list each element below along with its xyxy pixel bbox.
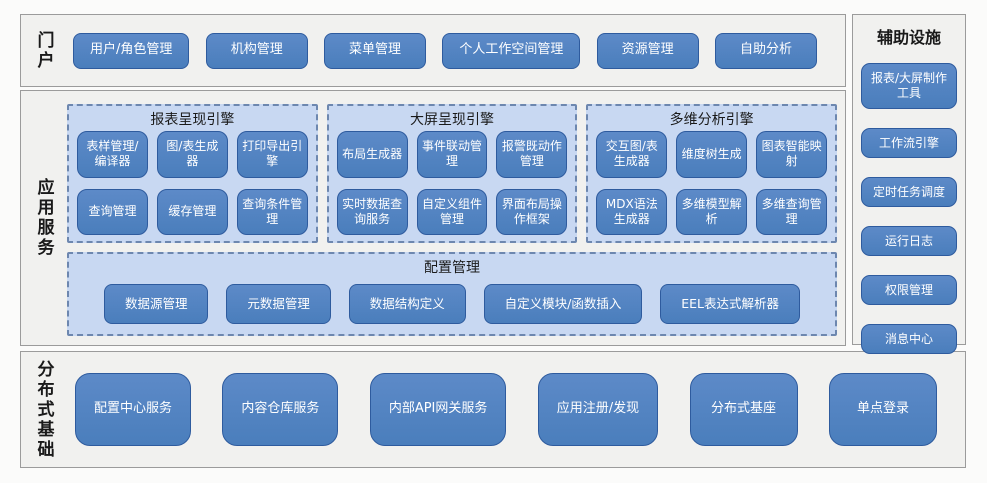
node-dimension-tree-generation: 维度树生成 <box>676 131 748 178</box>
engine-panels-row: 报表呈现引擎 表样管理/编译器 图/表生成器 打印导出引擎 查询管理 缓存管理 … <box>67 104 838 244</box>
distributed-base-section-label: 分布式基础 <box>33 359 54 460</box>
node-chart-smart-mapping: 图表智能映射 <box>756 131 828 178</box>
node-self-service-analysis: 自助分析 <box>714 32 817 69</box>
report-engine-panel: 报表呈现引擎 表样管理/编译器 图/表生成器 打印导出引擎 查询管理 缓存管理 … <box>67 104 318 244</box>
node-config-center-service: 配置中心服务 <box>75 373 192 446</box>
node-scheduled-task-dispatch: 定时任务调度 <box>861 177 957 207</box>
node-app-registration-discovery: 应用注册/发现 <box>537 373 659 446</box>
olap-engine-grid: 交互图/表生成器 维度树生成 图表智能映射 MDX语法生成器 多维模型解析 多维… <box>596 131 828 236</box>
node-permission-mgmt: 权限管理 <box>861 275 957 305</box>
node-query-mgmt: 查询管理 <box>77 188 148 236</box>
node-event-linkage-mgmt: 事件联动管理 <box>416 131 488 178</box>
node-metadata-mgmt: 元数据管理 <box>226 283 331 324</box>
node-interactive-chart-generator: 交互图/表生成器 <box>596 131 668 178</box>
config-mgmt-title: 配置管理 <box>424 260 480 277</box>
node-single-sign-on: 单点登录 <box>828 373 937 446</box>
config-mgmt-panel: 配置管理 数据源管理 元数据管理 数据结构定义 自定义模块/函数插入 EEL表达… <box>67 252 837 336</box>
olap-engine-title: 多维分析引擎 <box>669 112 754 128</box>
node-workflow-engine: 工作流引擎 <box>861 128 957 158</box>
auxiliary-facilities-title: 辅助设施 <box>876 28 941 47</box>
node-distributed-base-platform: 分布式基座 <box>689 373 798 446</box>
node-custom-component-mgmt: 自定义组件管理 <box>416 188 488 236</box>
node-print-export-engine: 打印导出引擎 <box>236 131 308 178</box>
node-custom-module-function-insert: 自定义模块/函数插入 <box>483 283 643 324</box>
report-engine-grid: 表样管理/编译器 图/表生成器 打印导出引擎 查询管理 缓存管理 查询条件管理 <box>77 131 308 236</box>
node-content-repo-service: 内容仓库服务 <box>222 373 339 446</box>
distributed-base-section: 分布式基础 配置中心服务 内容仓库服务 内部API网关服务 应用注册/发现 分布… <box>20 351 966 468</box>
dashboard-engine-grid: 布局生成器 事件联动管理 报警既动作管理 实时数据查询服务 自定义组件管理 界面… <box>336 131 568 236</box>
node-multidim-model-parsing: 多维模型解析 <box>676 188 748 236</box>
report-engine-title: 报表呈现引擎 <box>150 112 235 128</box>
app-services-content: 报表呈现引擎 表样管理/编译器 图/表生成器 打印导出引擎 查询管理 缓存管理 … <box>67 91 845 345</box>
node-query-condition-mgmt: 查询条件管理 <box>236 188 308 236</box>
portal-section: 门户 用户/角色管理 机构管理 菜单管理 个人工作空间管理 资源管理 自助分析 <box>20 14 846 87</box>
node-cache-mgmt: 缓存管理 <box>156 188 228 236</box>
node-data-structure-definition: 数据结构定义 <box>348 283 466 324</box>
dashboard-engine-panel: 大屏呈现引擎 布局生成器 事件联动管理 报警既动作管理 实时数据查询服务 自定义… <box>326 104 578 244</box>
node-ui-layout-framework: 界面布局操作框架 <box>496 188 568 236</box>
node-mdx-syntax-generator: MDX语法生成器 <box>596 188 668 236</box>
auxiliary-button-column: 报表/大屏制作工具 工作流引擎 定时任务调度 运行日志 权限管理 消息中心 <box>853 63 965 373</box>
portal-section-label: 门户 <box>33 30 54 71</box>
node-personal-workspace-mgmt: 个人工作空间管理 <box>442 32 581 69</box>
node-resource-mgmt: 资源管理 <box>596 32 699 69</box>
node-run-log: 运行日志 <box>861 226 957 256</box>
node-chart-table-generator: 图/表生成器 <box>156 131 228 178</box>
portal-button-row: 用户/角色管理 机构管理 菜单管理 个人工作空间管理 资源管理 自助分析 <box>67 15 845 86</box>
node-sheet-mgmt-compiler: 表样管理/编译器 <box>77 131 148 178</box>
node-report-dashboard-authoring-tool: 报表/大屏制作工具 <box>861 63 957 109</box>
auxiliary-facilities-section: 辅助设施 报表/大屏制作工具 工作流引擎 定时任务调度 运行日志 权限管理 消息… <box>852 14 966 354</box>
dashboard-engine-title: 大屏呈现引擎 <box>410 112 494 128</box>
node-multidim-query-mgmt: 多维查询管理 <box>756 188 828 236</box>
config-mgmt-row: 数据源管理 元数据管理 数据结构定义 自定义模块/函数插入 EEL表达式解析器 <box>77 279 827 328</box>
app-services-section: 应用服务 报表呈现引擎 表样管理/编译器 图/表生成器 打印导出引擎 查询管理 … <box>20 90 846 346</box>
node-org-mgmt: 机构管理 <box>205 32 308 69</box>
node-user-role-mgmt: 用户/角色管理 <box>73 32 190 69</box>
olap-engine-panel: 多维分析引擎 交互图/表生成器 维度树生成 图表智能映射 MDX语法生成器 多维… <box>586 104 838 244</box>
node-realtime-data-query: 实时数据查询服务 <box>336 188 408 236</box>
node-internal-api-gateway-service: 内部API网关服务 <box>369 373 507 446</box>
node-alarm-action-mgmt: 报警既动作管理 <box>496 131 568 178</box>
node-layout-generator: 布局生成器 <box>336 131 408 178</box>
app-services-section-label: 应用服务 <box>33 178 54 258</box>
distributed-button-row: 配置中心服务 内容仓库服务 内部API网关服务 应用注册/发现 分布式基座 单点… <box>67 352 965 467</box>
node-eel-expression-parser: EEL表达式解析器 <box>660 283 801 324</box>
node-message-center: 消息中心 <box>861 324 957 354</box>
node-menu-mgmt: 菜单管理 <box>324 32 427 69</box>
node-datasource-mgmt: 数据源管理 <box>103 283 209 324</box>
